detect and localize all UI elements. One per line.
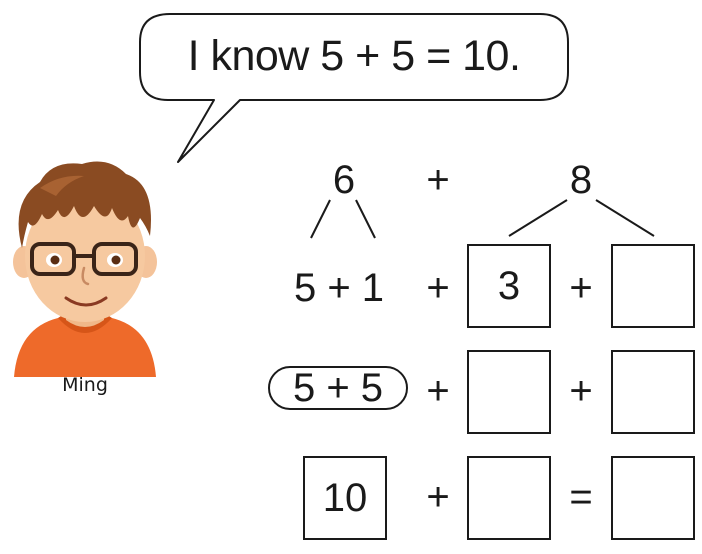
answer-box-row2-2[interactable] [611,350,695,434]
boy-avatar [13,161,157,377]
bond-line-6-left [310,199,331,239]
answer-box-row3-1[interactable] [467,456,551,540]
speech-bubble-text: I know 5 + 5 = 10. [187,31,521,80]
plus-sign-top: + [426,158,450,202]
split-of-six: 5 + 1 [293,266,385,310]
grouped-text: 5 + 5 [292,365,384,410]
plus-sign-row1-a: + [426,266,450,310]
answer-box-row1-1[interactable]: 3 [467,244,551,328]
number-six: 6 [332,158,356,202]
answer-box-row2-1[interactable] [467,350,551,434]
plus-sign-row3: + [426,475,450,519]
answer-box-row1-2[interactable] [611,244,695,328]
bond-line-6-right [355,199,376,239]
plus-sign-row2-a: + [426,369,450,413]
speech-bubble [139,13,569,163]
equals-sign: = [569,475,593,519]
result-box-ten[interactable]: 10 [303,456,387,540]
character-name: Ming [62,374,108,396]
answer-box-total[interactable] [611,456,695,540]
grouped-five-plus-five: 5 + 5 [268,366,408,410]
bond-line-8-right [595,199,655,237]
bond-line-8-left [508,199,568,237]
plus-sign-row2-b: + [569,369,593,413]
number-eight: 8 [569,158,593,202]
plus-sign-row1-b: + [569,266,593,310]
